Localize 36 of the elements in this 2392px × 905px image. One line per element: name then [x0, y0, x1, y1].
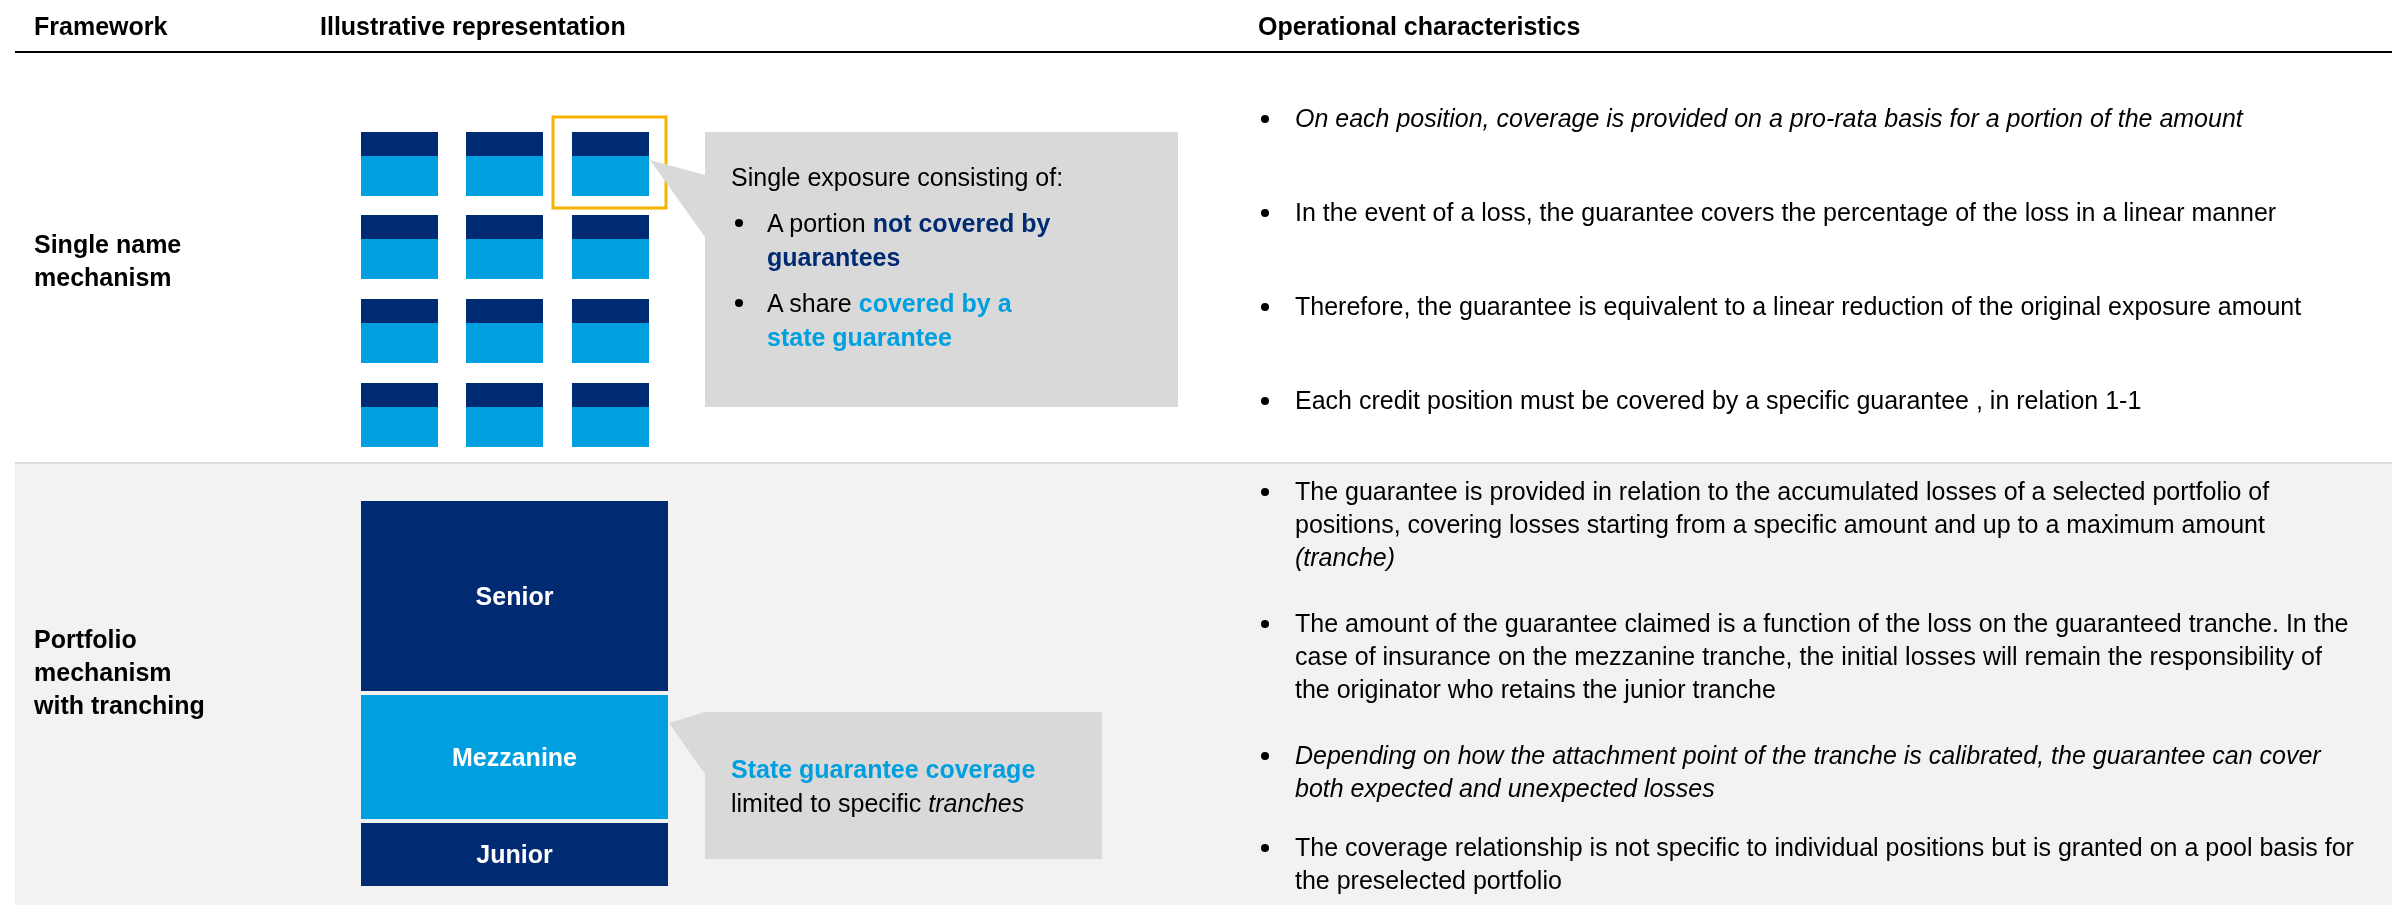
exposure-block [361, 383, 438, 447]
exposure-block [466, 299, 543, 363]
exposure-block [361, 215, 438, 279]
callout-text: State guarantee coverage limited to specific tranches [731, 754, 1036, 817]
row-header: Single name mechanism [34, 229, 183, 293]
exposure-block [466, 132, 543, 196]
row-header: Portfolio mechanism with tranching [34, 624, 206, 721]
callout-pointer [650, 160, 705, 237]
exposure-block [572, 132, 649, 196]
bullet-text: The coverage relationship is not specific to individual positions but is granted on a pool basis for the preselected portfolio [1295, 832, 2355, 896]
callout-pointer [669, 712, 705, 774]
exposure-block [572, 215, 649, 279]
bullet-text: The guarantee is provided in relation to the accumulated losses of a selected portfolio of positions, covering losses starting from a specific amount and up to a maximum amount (tranche) [1295, 476, 2271, 573]
tranche-box: Junior [361, 823, 668, 886]
column-header: Operational characteristics [1258, 12, 1581, 41]
bullet-text: On each position, coverage is provided on a pro-rata basis for a portion of the amount [1295, 103, 2245, 134]
column-header: Framework [34, 12, 168, 41]
tranche-box: Mezzanine [361, 695, 668, 819]
callout-bullet: A portion not covered by guarantees [767, 209, 1051, 271]
bullet-text: The amount of the guarantee claimed is a function of the loss on the guaranteed tranche. In the case of insurance on the mezzanine tranche, the initial losses will remain the responsibility of the originator who retains the junior tranche [1295, 608, 2350, 705]
exposure-block [466, 383, 543, 447]
callout-box [705, 132, 1178, 407]
bullet-text: Depending on how the attachment point of the tranche is calibrated, the guarantee can cover both expected and unexpected losses [1295, 740, 2323, 804]
exposure-block [361, 299, 438, 363]
bullet-text: In the event of a loss, the guarantee covers the percentage of the loss in a linear manner [1295, 197, 2278, 228]
exposure-block [572, 299, 649, 363]
exposure-block [361, 132, 438, 196]
bullet-text: Therefore, the guarantee is equivalent to a linear reduction of the original exposure amount [1295, 291, 2303, 322]
callout-box [705, 712, 1102, 859]
callout-text: Single exposure consisting of: [731, 163, 1064, 191]
bullet-text: Each credit position must be covered by a specific guarantee , in relation 1-1 [1295, 385, 2143, 416]
column-header: Illustrative representation [320, 12, 626, 41]
exposure-block [572, 383, 649, 447]
tranche-box: Senior [361, 501, 668, 691]
callout-bullet: A share covered by a state guarantee [767, 289, 1012, 351]
exposure-block [466, 215, 543, 279]
